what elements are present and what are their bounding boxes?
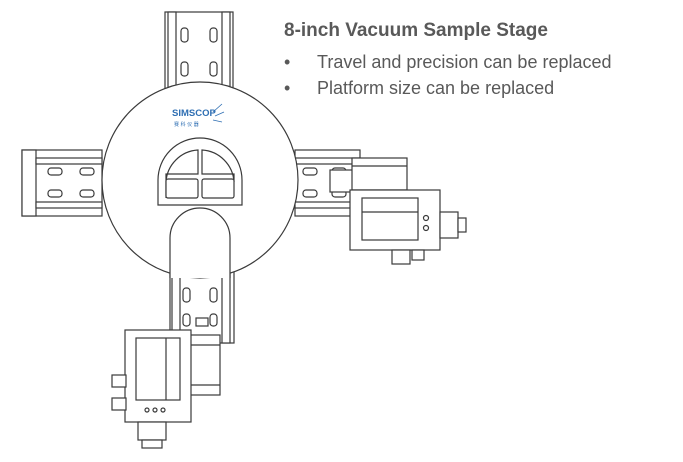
bullet-marker: • [284, 52, 291, 72]
feature-text: Platform size can be replaced [317, 78, 555, 98]
bullet-marker: • [284, 78, 291, 98]
bottom-motor [111, 329, 221, 449]
page-title: 8-inch Vacuum Sample Stage [284, 20, 548, 41]
feature-list: • Travel and precision can be replaced • P… [284, 50, 612, 102]
left-rail [21, 149, 103, 217]
svg-text:SIMSCOP: SIMSCOP [172, 108, 216, 119]
feature-item: • Travel and precision can be replaced [284, 50, 612, 76]
feature-item: • Platform size can be replaced [284, 76, 612, 102]
circular-platform [101, 81, 299, 279]
right-motor [329, 157, 467, 265]
simscop-logo: SIMSCOP 赛 科 仪 器 [172, 103, 225, 128]
feature-text: Travel and precision can be replaced [317, 52, 612, 72]
svg-text:赛 科 仪 器: 赛 科 仪 器 [174, 121, 199, 128]
